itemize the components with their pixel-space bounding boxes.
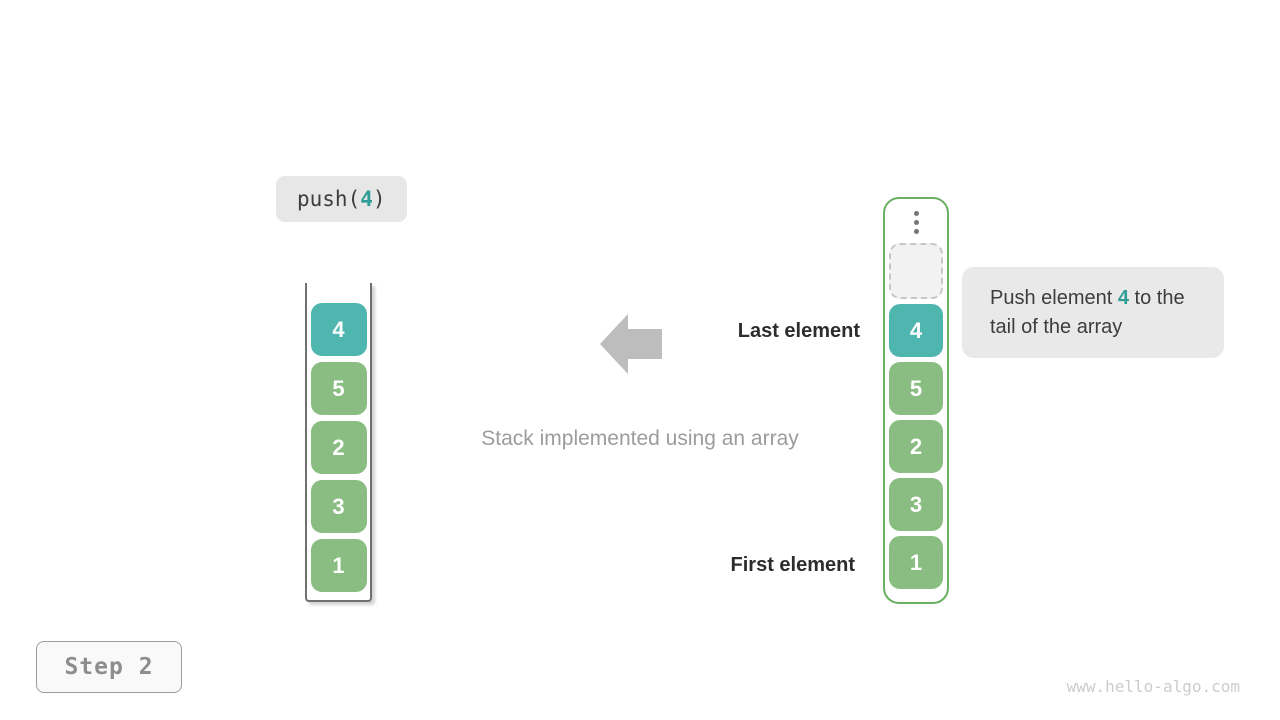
ellipsis-dot — [913, 211, 919, 216]
last-element-label: Last element — [737, 320, 860, 342]
push-operation-prefix: push( — [297, 187, 361, 211]
array-cell: 2 — [889, 420, 943, 473]
stack-cell: 4 — [310, 303, 367, 356]
stack-container: 4 5 2 3 1 — [305, 283, 372, 602]
stack-cell: 5 — [310, 362, 367, 415]
stack-cell: 3 — [310, 480, 367, 533]
push-operation-suffix: ) — [372, 187, 386, 211]
left-arrow-shape — [600, 314, 662, 374]
tooltip-annotation: Push element 4 to the tail of the array — [962, 267, 1224, 358]
tooltip-text: Push element 4 to the tail of the array — [990, 284, 1190, 342]
stack-cell: 1 — [310, 539, 367, 592]
stack-cell: 2 — [310, 421, 367, 474]
ellipsis-icon — [913, 211, 919, 234]
ellipsis-dot — [913, 220, 919, 225]
push-operation-value: 4 — [360, 187, 373, 211]
step-badge-label: Step 2 — [64, 654, 154, 680]
push-operation-label: push(4) — [276, 176, 407, 222]
first-element-label: First element — [730, 554, 855, 576]
array-cell: 1 — [889, 536, 943, 589]
watermark-text: www.hello-algo.com — [1066, 677, 1240, 696]
array-cell: 3 — [889, 478, 943, 531]
ellipsis-dot — [913, 229, 919, 234]
tooltip-text-after: to the tail of the array — [990, 286, 1185, 338]
tooltip-value: 4 — [1117, 286, 1129, 309]
tooltip-text-before: Push element — [990, 286, 1118, 309]
step-badge: Step 2 — [36, 641, 182, 693]
array-cell: 4 — [889, 304, 943, 357]
empty-slot-cell — [889, 243, 943, 299]
caption-text: Stack implemented using an array — [481, 427, 799, 450]
left-arrow-icon — [600, 314, 662, 374]
array-cell: 5 — [889, 362, 943, 415]
